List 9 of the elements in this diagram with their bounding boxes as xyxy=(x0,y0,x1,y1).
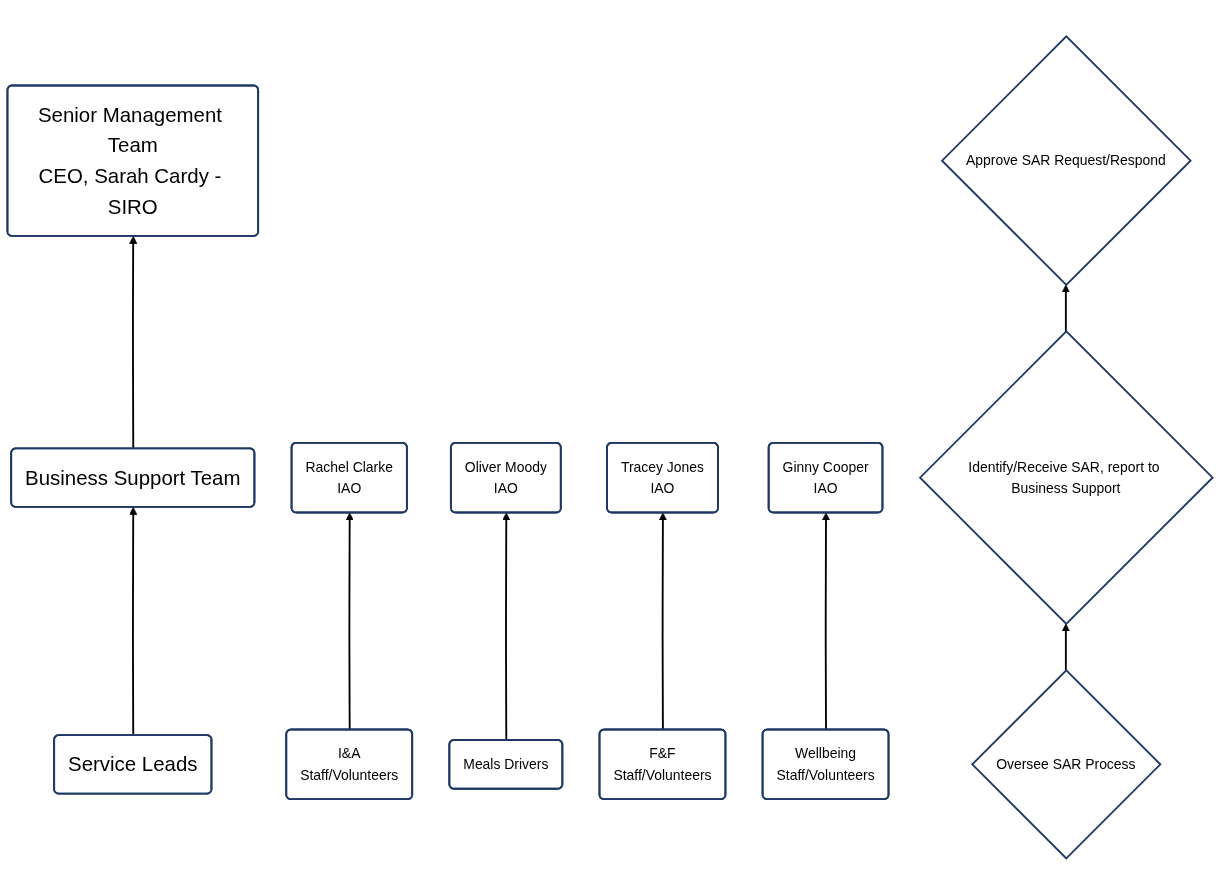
node-diamond: Oversee SAR Process xyxy=(970,668,1162,860)
node-diamond: Identify/Receive SAR, report to Business Support xyxy=(918,329,1214,625)
arrow xyxy=(502,512,511,741)
node-diamond: Approve SAR Request/Respond xyxy=(940,34,1192,286)
arrow xyxy=(821,512,831,731)
arrow xyxy=(1061,284,1070,332)
arrow xyxy=(658,512,667,731)
arrow xyxy=(345,512,354,731)
arrow xyxy=(1061,623,1070,671)
